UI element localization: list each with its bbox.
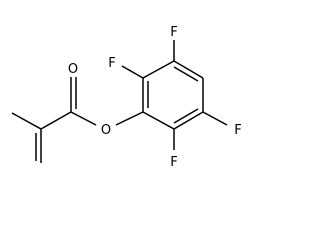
fluorine-bond-right — [202, 111, 228, 126]
ring-bond-6 — [142, 111, 175, 130]
fluorine-bond-upper-left — [121, 65, 144, 79]
fluorine-upper-left-label: F — [108, 56, 115, 71]
fluorine-bottom-label: F — [170, 155, 177, 170]
fluorine-top-label: F — [170, 25, 177, 40]
ester-bond-carbonyl-side — [70, 111, 97, 126]
fluorine-right-label: F — [234, 123, 241, 138]
carbonyl-oxygen-label: O — [68, 62, 78, 77]
ester-oxygen-label: O — [101, 123, 111, 138]
chemical-structure-diagram: O O F F F F — [11, 25, 242, 170]
ring-double-bond-inner-2 — [173, 66, 199, 82]
vinyl-carbonyl-bond — [40, 111, 72, 130]
ring-double-bond-inner-3 — [173, 108, 199, 124]
ester-bond-ring-side — [115, 111, 144, 126]
ring-bond-2 — [142, 60, 175, 79]
ring-bond-3 — [173, 60, 204, 79]
ring-bond-5 — [173, 111, 204, 130]
methyl-bond — [11, 112, 42, 130]
